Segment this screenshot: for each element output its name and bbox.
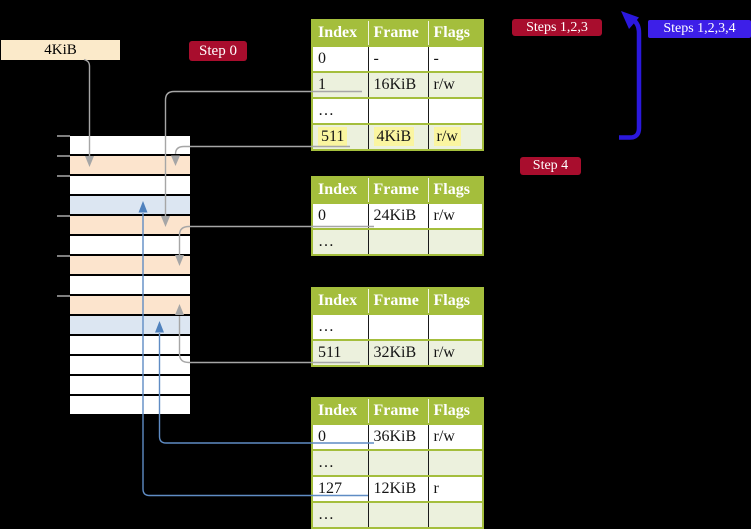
table-cell [367,501,428,528]
table-cell: 511 [312,123,368,150]
memory-frame-row [70,156,190,174]
table-cell [427,97,483,124]
big-loop-arrow [619,17,642,140]
table-cell: 127 [312,475,368,502]
table-cell: 0 [312,423,368,450]
table-cell: r/w [427,339,483,366]
column-header: Frame [367,398,428,424]
table-cell [427,449,483,476]
memory-tick [57,175,70,177]
table-cell: - [427,45,483,72]
table-cell: … [312,449,368,476]
memory-frame-row [70,336,190,354]
steps-1234-label: Steps 1,2,3,4 [648,20,751,38]
memory-frame-row [70,236,190,254]
memory-frame-row [70,216,190,234]
table-cell: 4KiB [367,123,428,150]
table-cell: 1 [312,71,368,98]
table-cell: … [312,228,368,255]
memory-frame-row [70,256,190,274]
memory-frame-row [70,296,190,314]
memory-frame-row [70,396,190,414]
table-cell [427,228,483,255]
memory-frame-row [70,356,190,374]
table-cell: … [312,97,368,124]
table-cell [367,449,428,476]
table-row: … [312,97,483,124]
table-cell: 0 [312,202,368,229]
column-header: Flags [427,20,483,46]
memory-frame-row [70,316,190,334]
table-cell: r/w [427,123,483,150]
step-0-label: Step 0 [189,41,247,61]
memory-tick [57,155,70,157]
memory-frame-row [70,196,190,214]
table-row: … [312,501,483,528]
table-cell: 24KiB [367,202,428,229]
table-cell: r/w [427,71,483,98]
table-cell [427,501,483,528]
column-header: Flags [427,398,483,424]
table-row: 511 4KiB r/w [312,123,483,150]
column-header: Flags [427,288,483,314]
table-cell: 0 [312,45,368,72]
table-cell [367,228,428,255]
memory-tick [57,255,70,257]
physical-memory-column [70,136,190,416]
memory-frame-row [70,176,190,194]
table-cell: 16KiB [367,71,428,98]
table-cell [367,313,428,340]
highlighted-value: 4KiB [373,127,415,146]
table-cell: 12KiB [367,475,428,502]
table-cell: r/w [427,202,483,229]
memory-tick [57,135,70,137]
table-cell: 511 [312,339,368,366]
column-header: Index [312,288,368,314]
column-header: Frame [367,177,428,203]
column-header: Index [312,398,368,424]
column-header: Flags [427,177,483,203]
memory-frame-row [70,136,190,154]
table-cell [367,97,428,124]
table-row: … [312,228,483,255]
table-cell: 36KiB [367,423,428,450]
column-header: Index [312,20,368,46]
table-cell: r [427,475,483,502]
memory-frame-row [70,376,190,394]
table-cell: … [312,501,368,528]
memory-frame-row [70,276,190,294]
table-cell [427,313,483,340]
column-header: Frame [367,20,428,46]
table-row: … [312,313,483,340]
memory-tick [57,295,70,297]
table-cell: 32KiB [367,339,428,366]
column-header: Frame [367,288,428,314]
highlighted-value: r/w [433,127,461,146]
table-row: … [312,449,483,476]
table-cell: r/w [427,423,483,450]
page-size-label: 4KiB [1,40,120,60]
table-row: 0-- [312,45,483,72]
highlighted-value: 511 [318,127,348,146]
table-cell: - [367,45,428,72]
memory-tick [57,215,70,217]
step-4-label: Step 4 [520,157,581,175]
table-cell: … [312,313,368,340]
steps-123-label: Steps 1,2,3 [512,19,602,36]
column-header: Index [312,177,368,203]
big-loop-arrowhead [621,11,639,29]
